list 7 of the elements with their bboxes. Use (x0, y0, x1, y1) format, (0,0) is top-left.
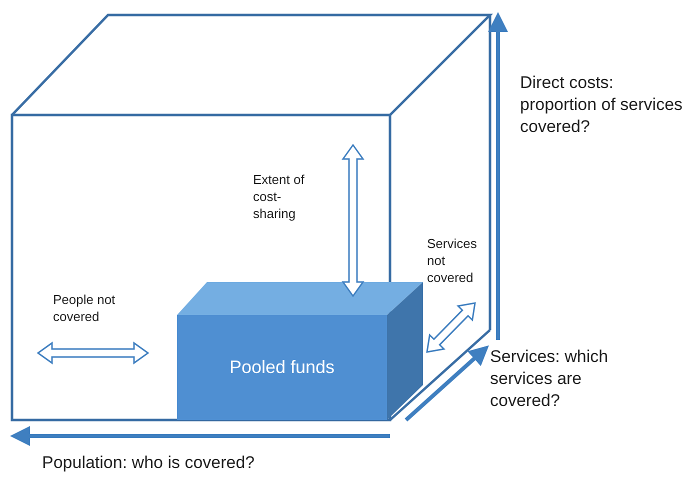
axis-label: People not covered (53, 292, 116, 326)
axis-label: Population: who is covered? (42, 452, 256, 474)
axis-label: Services: which services are covered? (490, 346, 610, 412)
axis-label: Direct costs: proportion of services covered? (520, 72, 684, 138)
axis-label: Extent of cost-sharing (253, 172, 306, 223)
pooled-funds-box: Pooled funds (177, 315, 387, 420)
axis-label: Services not covered (427, 236, 478, 287)
